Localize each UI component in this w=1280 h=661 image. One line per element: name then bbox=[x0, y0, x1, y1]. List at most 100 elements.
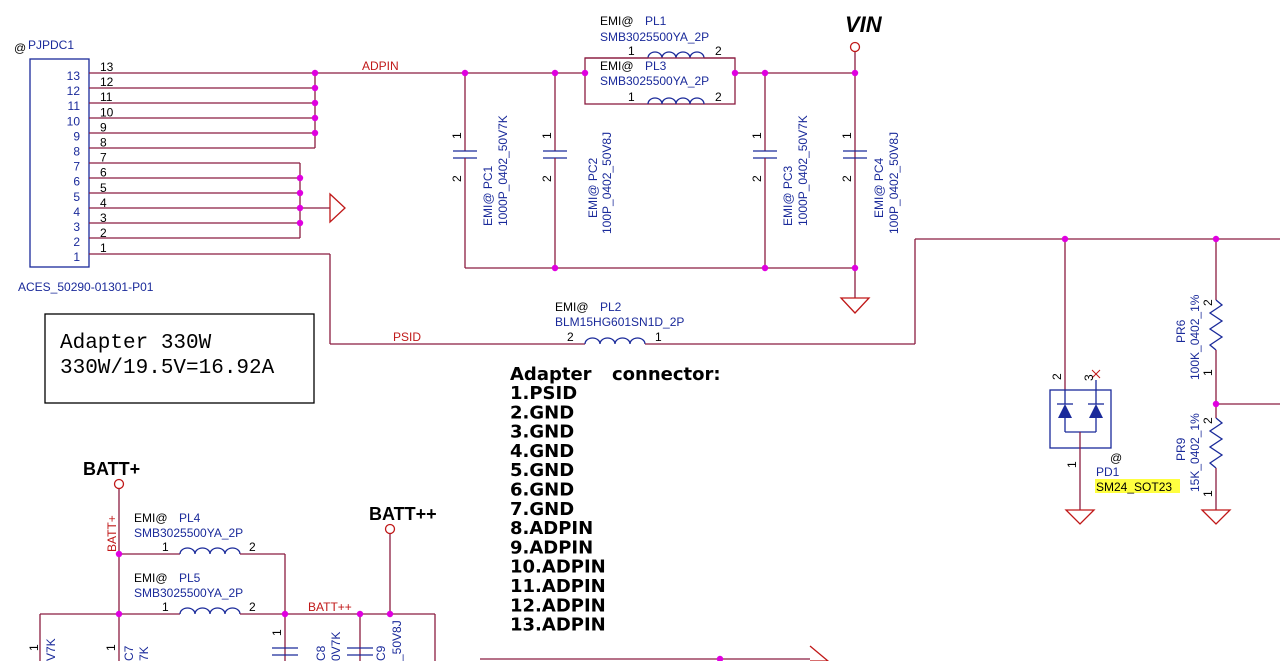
pd1-ref: PD1 bbox=[1096, 465, 1120, 479]
pc1-pin2: 2 bbox=[450, 175, 464, 182]
capacitor-pc3: 1 2 EMI@ PC3 1000P_0402_50V7K bbox=[750, 73, 810, 268]
pr9-ground-icon bbox=[1200, 509, 1232, 525]
junction-dot bbox=[296, 189, 304, 197]
pc7-part: 7K bbox=[137, 646, 151, 661]
capacitor-pc4: 1 2 EMI@ PC4 100P_0402_50V8J bbox=[840, 132, 901, 234]
junction-dot bbox=[731, 69, 739, 77]
pc7-ref: C7 bbox=[122, 645, 136, 661]
pc1-part: 1000P_0402_50V7K bbox=[496, 115, 510, 226]
connector-at: @ bbox=[14, 41, 26, 55]
connector-pin-number: 10 bbox=[67, 114, 81, 128]
connector-wire-pin-label: 8 bbox=[100, 136, 107, 150]
adapter-list-item: 10.ADPIN bbox=[510, 557, 606, 578]
note-line2: 330W/19.5V=16.92A bbox=[60, 357, 275, 380]
pr6-pin2: 2 bbox=[1201, 299, 1215, 306]
note-line1: Adapter 330W bbox=[60, 332, 212, 355]
pc2-pin2: 2 bbox=[540, 175, 554, 182]
connector-wire-pin-label: 9 bbox=[100, 120, 107, 134]
pr9-ref: PR9 bbox=[1174, 437, 1188, 461]
pl2-part: BLM15HG601SN1D_2P bbox=[555, 315, 684, 329]
pl2-pin1: 1 bbox=[655, 330, 662, 344]
ground-icon bbox=[839, 297, 871, 314]
inductor-pl3: EMI@ PL3 SMB3025500YA_2P 1 2 bbox=[584, 57, 736, 105]
adapter-list-item: 6.GND bbox=[510, 480, 574, 501]
pl5-tag: EMI@ bbox=[134, 571, 168, 585]
connector-pin-number: 9 bbox=[73, 129, 80, 143]
pl3-pin1: 1 bbox=[628, 90, 635, 104]
connector-wire-pin-label: 13 bbox=[100, 60, 114, 74]
pd1-pin1: 1 bbox=[1065, 461, 1079, 468]
connector-pin-number: 8 bbox=[73, 145, 80, 159]
connector-pin-number: 3 bbox=[73, 220, 80, 234]
connector-pin-number: 13 bbox=[67, 69, 81, 83]
pc3-pin2: 2 bbox=[750, 175, 764, 182]
connector-wire-pin-label: 11 bbox=[100, 90, 113, 104]
junction-dot bbox=[311, 99, 319, 107]
junction-dot bbox=[296, 204, 304, 212]
junction-dot bbox=[356, 610, 364, 618]
pl5-ref: PL5 bbox=[179, 571, 201, 585]
connector-ref: PJPDC1 bbox=[28, 38, 74, 52]
adapter-list-item: 5.GND bbox=[510, 460, 574, 481]
pc1-ref: EMI@ PC1 bbox=[481, 165, 495, 226]
connector-wire-pin-label: 7 bbox=[100, 151, 107, 165]
batt-wire-label: BATT+ bbox=[105, 515, 119, 552]
pl5-part: SMB3025500YA_2P bbox=[134, 586, 243, 600]
junction-dot bbox=[1061, 235, 1069, 243]
junction-dot bbox=[851, 264, 859, 272]
adapter-list-item: 8.ADPIN bbox=[510, 518, 593, 539]
pc6-part: V7K bbox=[44, 638, 58, 661]
adapter-list-item: 1.PSID bbox=[510, 383, 577, 404]
net-label-batt-pp: BATT++ bbox=[369, 504, 437, 524]
adapter-list-item: 11.ADPIN bbox=[510, 576, 606, 597]
pl3-tag: EMI@ bbox=[600, 59, 634, 73]
pl3-pin2: 2 bbox=[715, 90, 722, 104]
junction-dot bbox=[311, 84, 319, 92]
net-label-vin: VIN bbox=[845, 12, 883, 37]
junction-dot bbox=[581, 69, 589, 77]
pr9-pin1: 1 bbox=[1201, 490, 1215, 497]
junction-dot bbox=[115, 550, 123, 558]
pr9-pin2: 2 bbox=[1201, 417, 1215, 424]
inductor-pl2: EMI@ PL2 BLM15HG601SN1D_2P 2 1 bbox=[555, 300, 684, 345]
pc8-ref: C8 bbox=[314, 645, 328, 661]
pl2-pin2: 2 bbox=[567, 330, 574, 344]
pc2-ref: EMI@ PC2 bbox=[586, 157, 600, 218]
vin-terminal-icon bbox=[849, 41, 861, 53]
junction-dot bbox=[551, 69, 559, 77]
pc4-ref: EMI@ PC4 bbox=[872, 157, 886, 218]
pc9-part: _50V8J bbox=[390, 620, 404, 661]
junction-dot bbox=[761, 264, 769, 272]
svg-text:1: 1 bbox=[27, 644, 41, 651]
connector-wire-pin-label: 6 bbox=[100, 166, 107, 180]
pd1-pin2: 2 bbox=[1050, 373, 1064, 380]
pl1-tag: EMI@ bbox=[600, 14, 634, 28]
junction-dot bbox=[461, 69, 469, 77]
adapter-list-item: 3.GND bbox=[510, 422, 574, 443]
connector-pin-number: 2 bbox=[73, 235, 80, 249]
junction-dots bbox=[115, 69, 1220, 661]
pc2-pin1: 1 bbox=[540, 132, 554, 139]
connector-wire-pin-label: 3 bbox=[100, 211, 107, 225]
connector-pin-number: 6 bbox=[73, 175, 80, 189]
pl1-pin1: 1 bbox=[628, 44, 635, 58]
adapter-list-item: 13.ADPIN bbox=[510, 615, 606, 636]
junction-dot bbox=[296, 219, 304, 227]
connector-pin-number: 12 bbox=[67, 84, 81, 98]
diode-pd1: 2 3 1 @ PD1 SM24_SOT23 bbox=[1049, 239, 1180, 525]
inductor-pl1: EMI@ PL1 SMB3025500YA_2P 1 2 bbox=[585, 14, 735, 59]
adapter-list-item: 9.ADPIN bbox=[510, 537, 593, 558]
junction-dot bbox=[311, 69, 319, 77]
pd1-at: @ bbox=[1110, 451, 1122, 465]
pc4-pin1: 1 bbox=[840, 132, 854, 139]
capacitor-pc2: 1 2 EMI@ PC2 100P_0402_50V8J bbox=[540, 73, 614, 268]
batt-terminal-icon bbox=[113, 478, 125, 490]
resistor-pr6 bbox=[1208, 299, 1224, 351]
net-label-batt: BATT+ bbox=[83, 459, 140, 479]
capacitor-pc1: 1 2 EMI@ PC1 1000P_0402_50V7K bbox=[450, 73, 510, 268]
batt-pp-terminal-icon bbox=[384, 523, 396, 535]
pl4-pin2: 2 bbox=[249, 540, 256, 554]
pl4-ref: PL4 bbox=[179, 511, 201, 525]
